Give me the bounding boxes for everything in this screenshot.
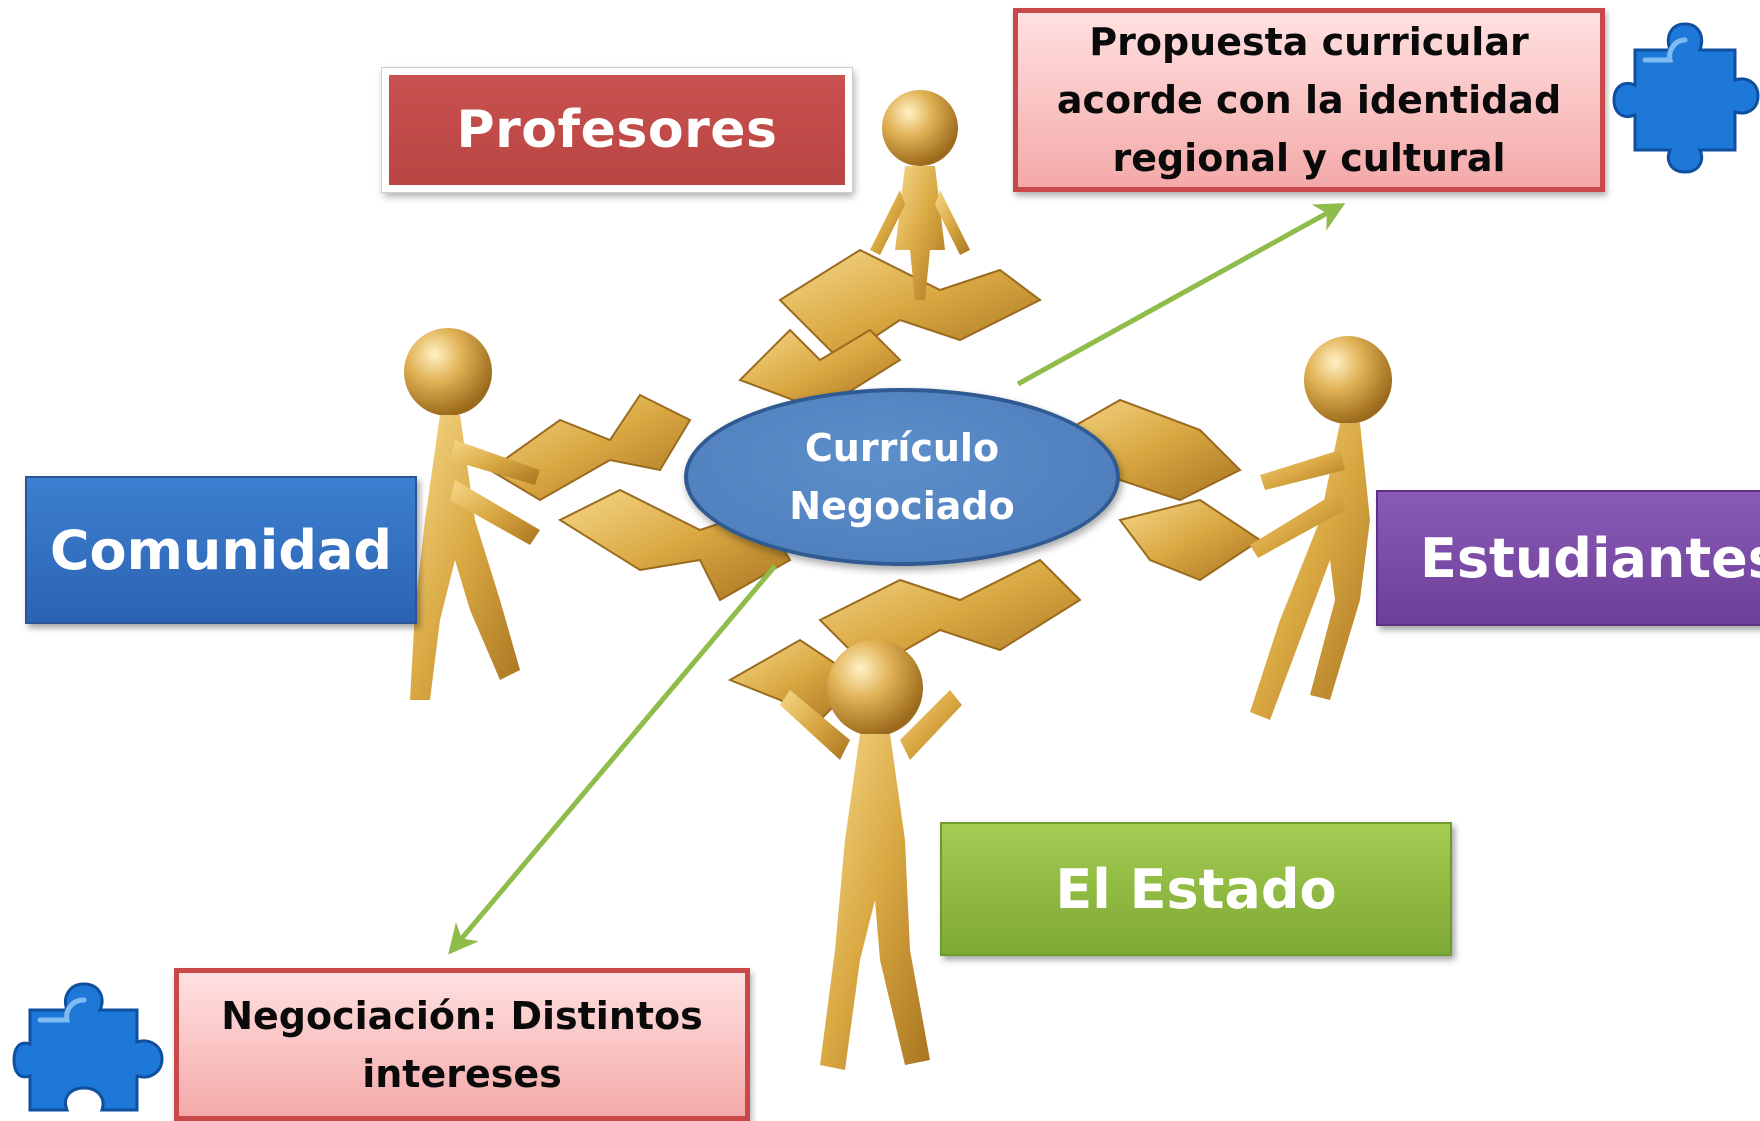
estado-box: El Estado — [940, 822, 1452, 956]
comunidad-box: Comunidad — [25, 476, 417, 624]
negociacion-callout: Negociación: Distintos intereses — [174, 968, 750, 1121]
figure-right — [1250, 336, 1392, 720]
gold-arrow-top — [778, 248, 1042, 362]
figure-top-head — [882, 90, 958, 166]
figure-bottom-head — [827, 640, 923, 736]
figure-left-head — [404, 328, 492, 416]
puzzle-icon — [12, 970, 172, 1120]
propuesta-line-3: regional y cultural — [1112, 136, 1506, 180]
arrow-to-negociacion — [448, 564, 777, 955]
center-line-1: Currículo — [804, 426, 1000, 470]
estudiantes-box: Estudiantes — [1376, 490, 1760, 626]
figure-top — [870, 90, 970, 300]
negociacion-line-2: intereses — [362, 1051, 562, 1096]
gold-arrow-right-lower — [1118, 498, 1262, 582]
gold-arrow-left — [488, 393, 692, 502]
puzzle-icon — [1610, 10, 1760, 188]
gold-arrows-group — [488, 248, 1262, 722]
figure-bottom — [780, 640, 962, 1070]
negociacion-line-1: Negociación: Distintos — [221, 993, 703, 1038]
center-ellipse: Currículo Negociado — [684, 388, 1120, 566]
gold-arrow-left-lower — [557, 488, 792, 602]
arrow-to-propuesta — [1016, 203, 1346, 387]
center-line-2: Negociado — [789, 484, 1015, 528]
figure-right-head — [1304, 336, 1392, 424]
propuesta-line-1: Propuesta curricular — [1089, 20, 1529, 64]
propuesta-callout: Propuesta curricular acorde con la ident… — [1013, 8, 1605, 192]
profesores-box: Profesores — [381, 67, 853, 193]
figure-left — [404, 328, 540, 700]
gold-arrow-right — [1047, 398, 1242, 502]
propuesta-line-2: acorde con la identidad — [1056, 78, 1562, 122]
